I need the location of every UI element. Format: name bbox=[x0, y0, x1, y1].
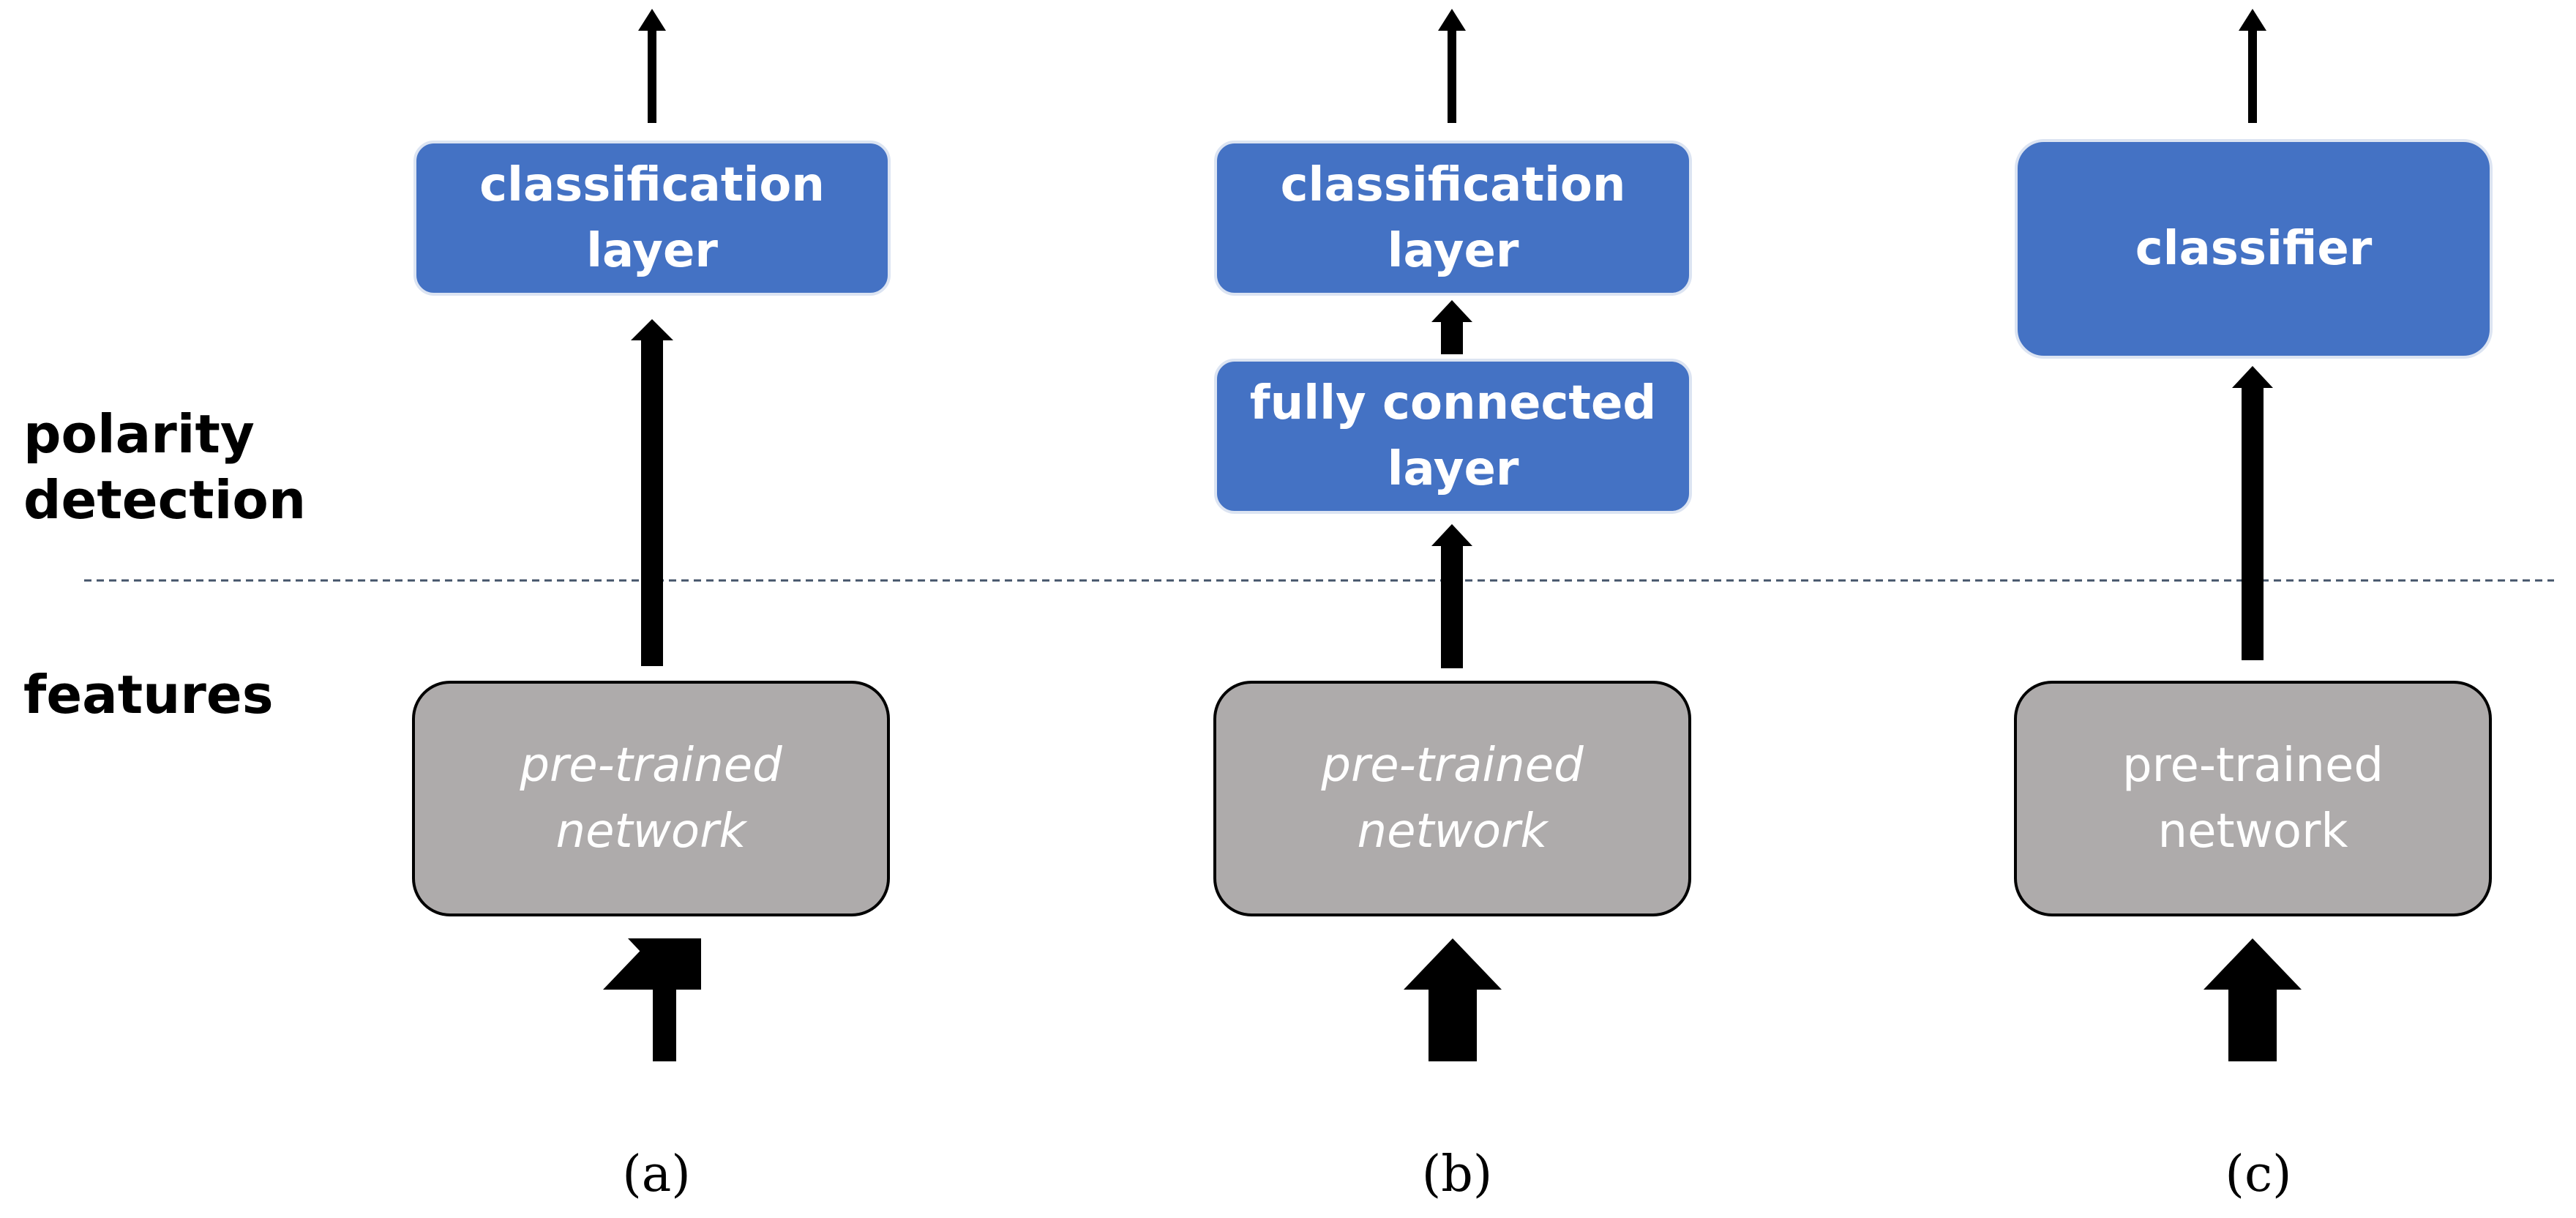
panel-a-classification-layer: classification layer bbox=[413, 141, 891, 296]
panel-b-pretrained-network: pre-trained network bbox=[1213, 681, 1691, 916]
panel-b-input-arrow bbox=[1404, 938, 1502, 990]
panel-b-mid-arrow-shaft bbox=[1441, 322, 1463, 354]
panel-c-output-arrow-head bbox=[2239, 9, 2266, 31]
panel-a-feature-arrow-shaft bbox=[641, 340, 663, 666]
panel-b-feature-arrow-shaft bbox=[1441, 546, 1463, 668]
panel-a-input-arrow-head bbox=[603, 938, 701, 990]
panel-b-feature-arrow-head bbox=[1431, 524, 1472, 546]
panel-c-input-arrow bbox=[2204, 938, 2302, 990]
panel-c-feature-arrow-shaft bbox=[2242, 388, 2264, 660]
panel-b-output-arrow-head bbox=[1438, 9, 1466, 31]
panel-b-output-arrow-shaft bbox=[1448, 29, 1456, 123]
panel-c-pretrained-network: pre-trained network bbox=[2014, 681, 2492, 916]
panel-b-mid-arrow-head bbox=[1431, 300, 1472, 322]
panel-a-feature-arrow-head bbox=[631, 319, 673, 340]
panel-c-output-arrow-shaft bbox=[2248, 29, 2257, 123]
panel-c-input-arrow-shaft bbox=[2228, 990, 2277, 1061]
panel-b-input-arrow-shaft bbox=[1429, 990, 1477, 1061]
panel-a-output-arrow-head bbox=[638, 9, 666, 31]
panel-a-output-arrow-shaft bbox=[648, 29, 656, 123]
panel-a-pretrained-network: pre-trained network bbox=[412, 681, 890, 916]
panel-c-classifier: classifier bbox=[2015, 139, 2493, 359]
polarity-detection-label: polarity detection bbox=[23, 403, 307, 531]
panel-c-feature-arrow-head bbox=[2232, 366, 2273, 388]
panel-b-fully-connected-layer: fully connected layer bbox=[1214, 359, 1692, 514]
panel-a-caption: (a) bbox=[622, 1146, 691, 1203]
panel-b-caption: (b) bbox=[1421, 1146, 1493, 1203]
features-label: features bbox=[23, 664, 274, 725]
panel-c-caption: (c) bbox=[2225, 1146, 2292, 1203]
panel-a-input-arrow bbox=[628, 938, 701, 1061]
panel-b-classification-layer: classification layer bbox=[1214, 141, 1692, 296]
